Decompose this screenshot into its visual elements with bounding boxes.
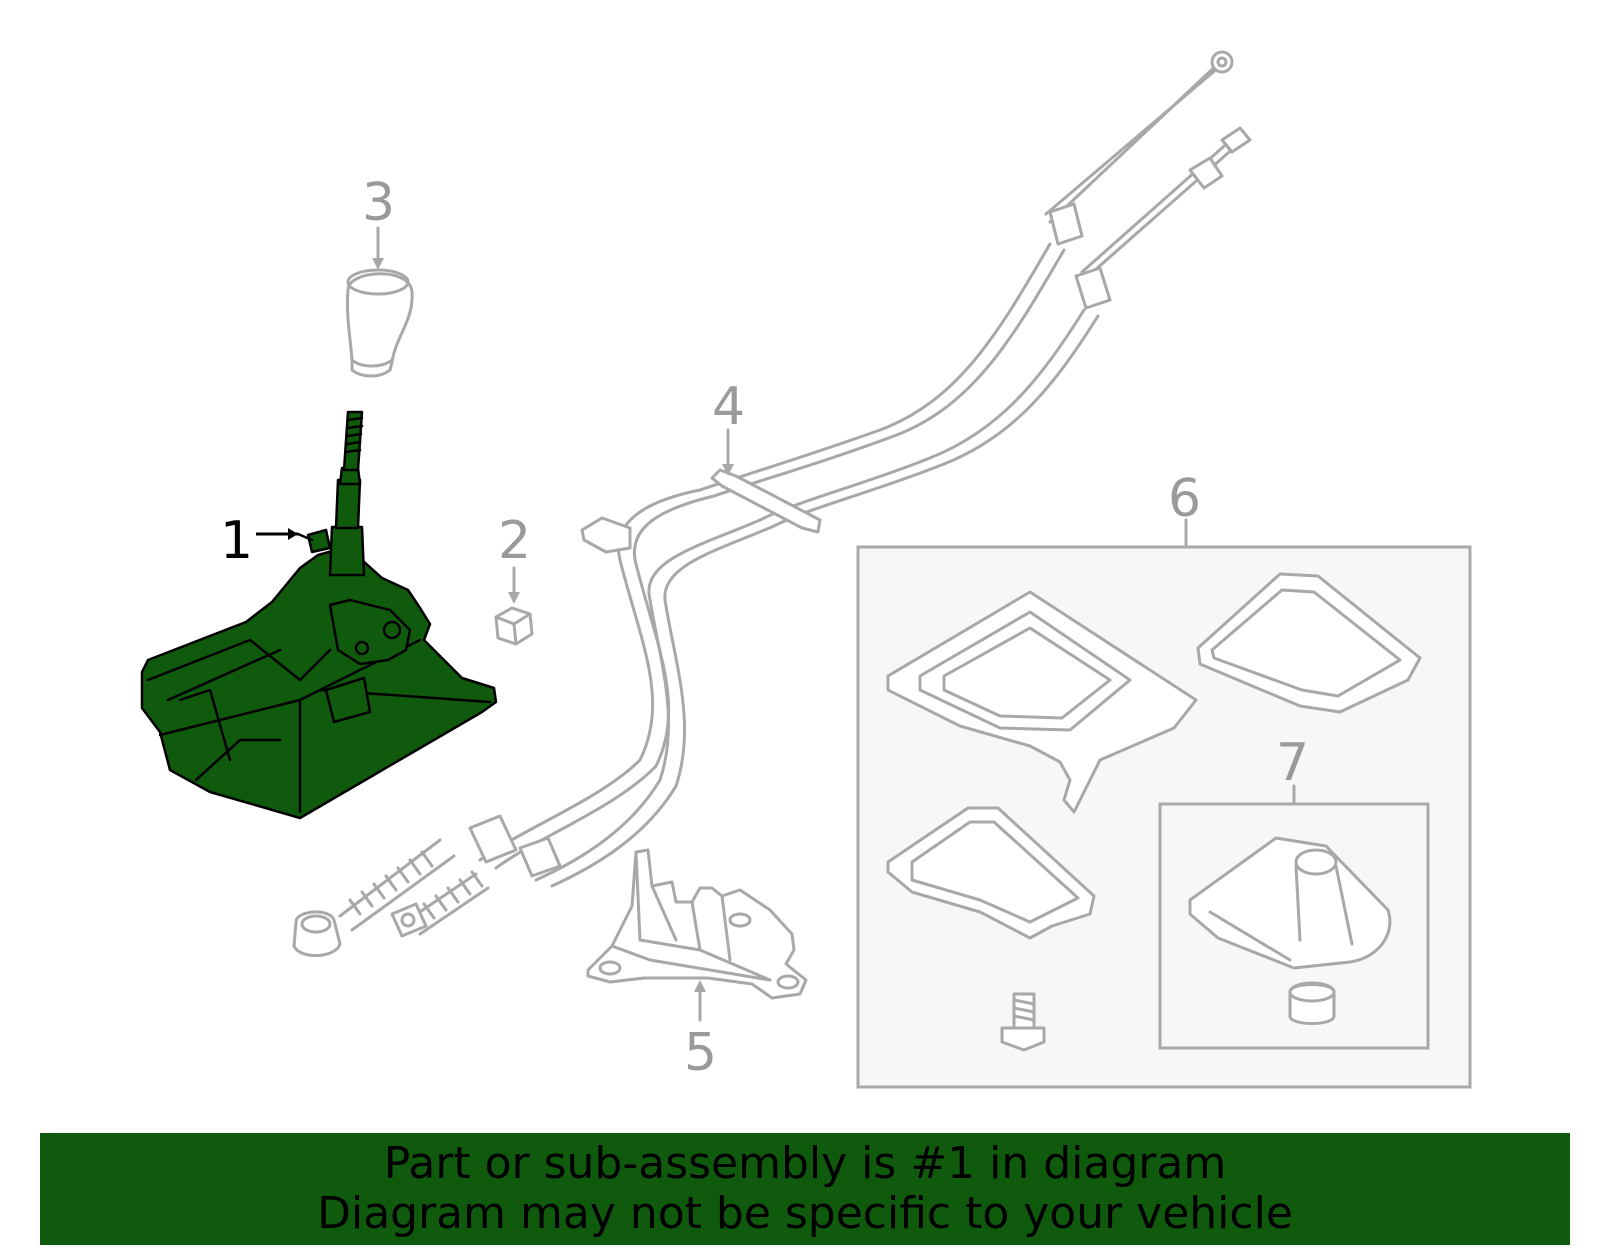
part-3-shift-knob[interactable]	[345, 268, 414, 378]
callout-4: 4	[712, 377, 745, 437]
part-2-nut[interactable]	[494, 606, 534, 646]
callout-arrows	[256, 226, 734, 1022]
callout-2: 2	[498, 511, 531, 571]
callout-7: 7	[1276, 733, 1309, 793]
part-4-shift-cables[interactable]	[292, 50, 1252, 958]
banner-line-1: Part or sub-assembly is #1 in diagram	[383, 1138, 1227, 1189]
callout-1: 1	[220, 511, 253, 571]
box-7-shift-boot[interactable]	[1158, 784, 1430, 1050]
callout-5: 5	[684, 1023, 717, 1083]
info-banner: Part or sub-assembly is #1 in diagram Di…	[40, 1133, 1570, 1245]
banner-line-2: Diagram may not be specific to your vehi…	[317, 1188, 1293, 1239]
callout-6: 6	[1168, 469, 1201, 529]
part-5-bracket[interactable]	[586, 848, 808, 1000]
part-1-shifter-assembly[interactable]	[140, 410, 498, 820]
callout-3: 3	[362, 173, 395, 233]
